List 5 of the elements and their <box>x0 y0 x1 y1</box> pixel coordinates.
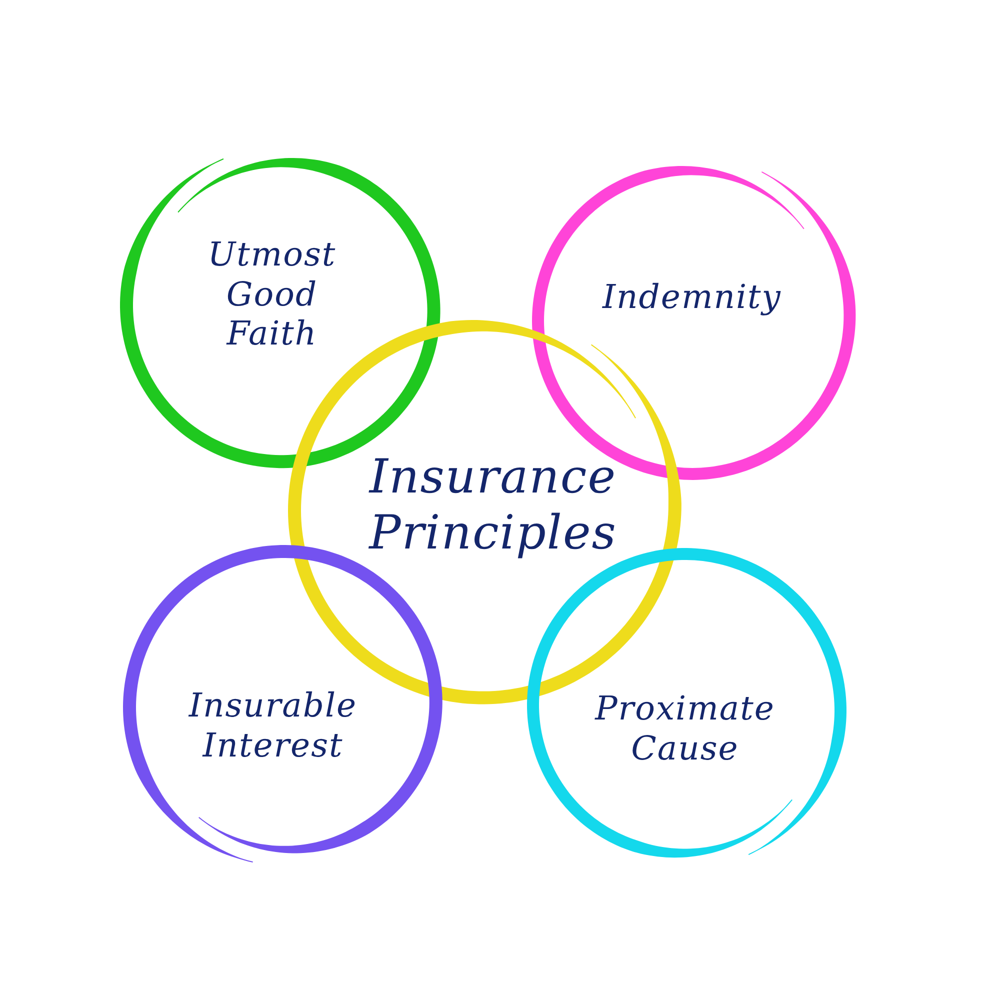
node-label: Utmost Good Faith <box>206 234 338 354</box>
node-label: Indemnity <box>601 277 782 317</box>
node-label: Insurance Principles <box>368 450 618 562</box>
node-label: Insurable Interest <box>187 685 358 765</box>
node-label: Proximate Cause <box>594 688 776 768</box>
